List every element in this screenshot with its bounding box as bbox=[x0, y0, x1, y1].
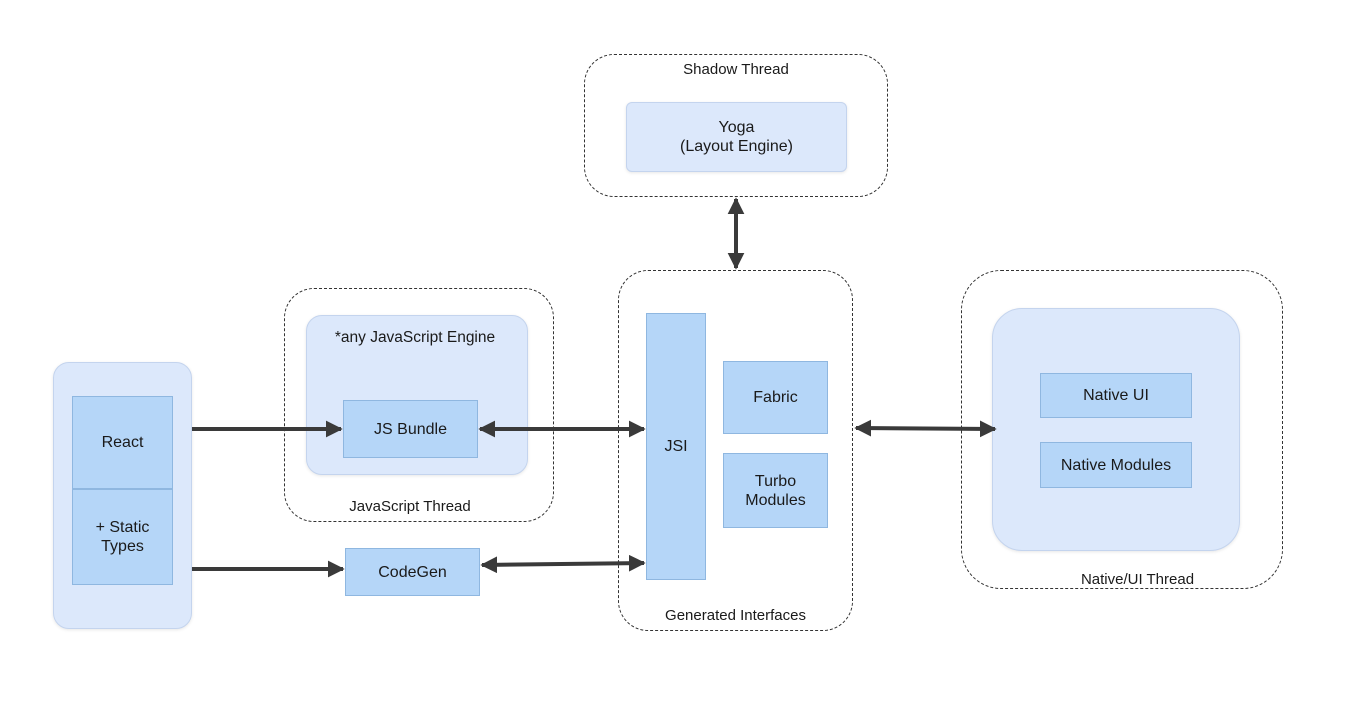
codegen-box: CodeGen bbox=[345, 548, 480, 596]
turbo-modules-box: Turbo Modules bbox=[723, 453, 828, 528]
static-types-box: + Static Types bbox=[72, 489, 173, 585]
javascript-thread-container bbox=[284, 288, 554, 522]
native-ui-box: Native UI bbox=[1040, 373, 1192, 418]
yoga-layout-engine-box: Yoga (Layout Engine) bbox=[626, 102, 847, 172]
javascript-engine-label: *any JavaScript Engine bbox=[334, 329, 496, 346]
generated-interfaces-label: Generated Interfaces bbox=[665, 607, 806, 624]
native-modules-box: Native Modules bbox=[1040, 442, 1192, 488]
generated-interfaces-container bbox=[618, 270, 853, 631]
javascript-thread-label: JavaScript Thread bbox=[349, 498, 471, 515]
native-panel bbox=[992, 308, 1240, 551]
shadow-thread-label: Shadow Thread bbox=[683, 61, 789, 78]
js-bundle-box: JS Bundle bbox=[343, 400, 478, 458]
react-box: React bbox=[72, 396, 173, 489]
jsi-box: JSI bbox=[646, 313, 706, 580]
shadow-thread-container bbox=[584, 54, 888, 197]
fabric-box: Fabric bbox=[723, 361, 828, 434]
native-ui-thread-label: Native/UI Thread bbox=[1080, 571, 1195, 588]
